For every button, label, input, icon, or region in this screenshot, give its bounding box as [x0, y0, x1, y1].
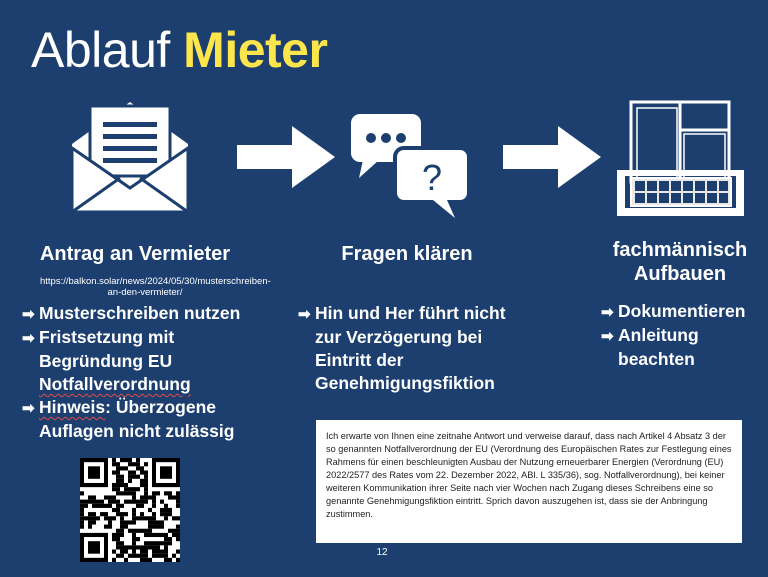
balcony-solar-icon: [617, 100, 744, 216]
bullets-antrag: ➡Musterschreiben nutzen ➡Fristsetzung mi…: [22, 302, 272, 443]
arrow-bullet-icon: ➡: [22, 400, 35, 417]
list-item: ➡Hin und Her führt nicht zur Verzögerung…: [298, 303, 506, 393]
list-item: ➡Fristsetzung mit Begründung EU Notfallv…: [22, 327, 191, 394]
source-url[interactable]: https://balkon.solar/news/2024/05/30/mus…: [40, 276, 271, 298]
list-item: ➡Musterschreiben nutzen: [22, 302, 272, 326]
arrow-bullet-icon: ➡: [22, 306, 35, 323]
arrow-bullet-icon: ➡: [601, 304, 614, 321]
question-icon: ?: [422, 157, 442, 198]
list-item: ➡Anleitung beachten: [601, 325, 699, 369]
heading-antrag: Antrag an Vermieter: [39, 243, 231, 265]
arrow-bullet-icon: ➡: [298, 306, 311, 323]
chat-bubbles-icon: ?: [351, 114, 471, 218]
title-part-2: Mieter: [183, 22, 328, 78]
envelope-icon: [70, 102, 190, 214]
qr-code: [80, 458, 180, 562]
bullets-aufbauen: ➡Dokumentieren ➡Anleitung beachten: [601, 300, 761, 371]
bullets-fragen: ➡Hin und Her führt nicht zur Verzögerung…: [298, 302, 528, 395]
title-part-1: Ablauf: [31, 22, 184, 78]
page-number: 12: [376, 547, 388, 558]
arrow-bullet-icon: ➡: [601, 328, 614, 345]
letter-excerpt: Ich erwarte von Ihnen eine zeitnahe Antw…: [316, 420, 742, 543]
list-item: ➡Dokumentieren: [601, 300, 761, 324]
heading-aufbauen: fachmännisch Aufbauen: [612, 239, 748, 285]
heading-fragen: Fragen klären: [341, 243, 473, 265]
page-title: Ablauf Mieter: [31, 20, 328, 80]
arrow-right-icon: [503, 126, 601, 188]
arrow-bullet-icon: ➡: [22, 330, 35, 347]
list-item: ➡Hinweis: Überzogene Auflagen nicht zulä…: [22, 397, 235, 441]
arrow-right-icon: [237, 126, 335, 188]
